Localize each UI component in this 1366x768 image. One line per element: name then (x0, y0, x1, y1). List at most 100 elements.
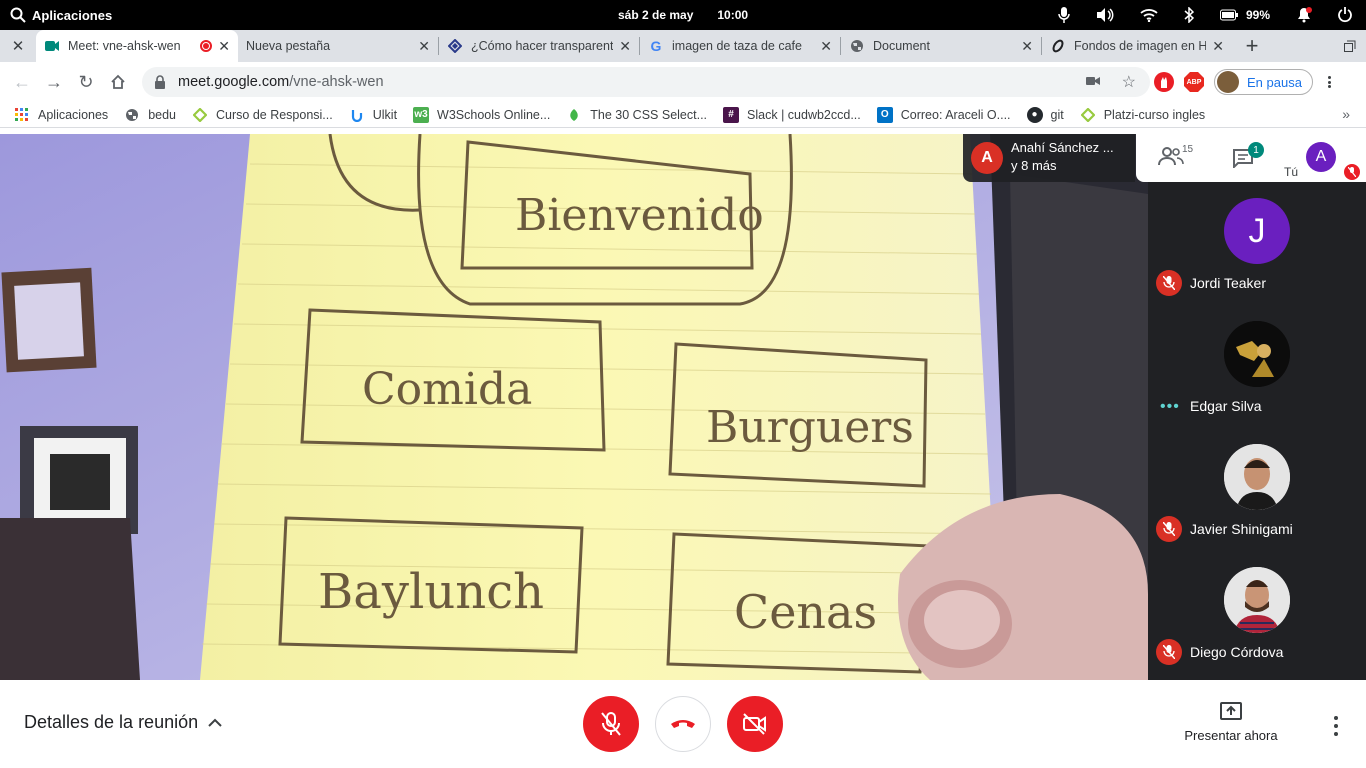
tab-document[interactable]: Document ✕ (841, 30, 1041, 62)
bookmark-slack[interactable]: # Slack | cudwb2ccd... (723, 106, 861, 123)
participant-name: Diego Córdova (1190, 644, 1284, 660)
bookmark-git[interactable]: ● git (1026, 106, 1064, 123)
profile-status-label: En pausa (1247, 74, 1302, 90)
bookmark-star-icon[interactable]: ☆ (1121, 74, 1136, 91)
apps-label: Aplicaciones (32, 7, 113, 23)
new-tab-button[interactable]: + (1245, 33, 1259, 58)
close-window-icon[interactable]: ✕ (11, 38, 25, 55)
home-button[interactable] (102, 66, 134, 98)
avatar (1224, 444, 1290, 510)
participant-tile[interactable]: ••• Edgar Silva (1148, 305, 1366, 428)
participants-sidebar: J Jordi Teaker ••• Edgar Silva Javier Sh… (1148, 182, 1366, 674)
slack-icon: # (723, 106, 740, 123)
participant-tile[interactable]: J Jordi Teaker (1148, 182, 1366, 305)
bookmark-bedu[interactable]: bedu (124, 107, 176, 123)
self-label: Tú (1284, 165, 1299, 179)
toggle-camera-button[interactable] (727, 696, 783, 752)
more-options-icon[interactable] (1326, 714, 1346, 738)
bookmark-label: W3Schools Online... (437, 107, 551, 122)
whiteboard-video-frame: Bienvenido Comida Burguers Baylunch Cena… (0, 134, 1148, 680)
chat-button[interactable]: 1 (1232, 142, 1264, 173)
avatar (1224, 321, 1290, 387)
tab-background-images[interactable]: Fondos de imagen en HTML ✕ (1042, 30, 1232, 62)
presenter-more: y 8 más (1011, 158, 1057, 173)
tab-meet[interactable]: Meet: vne-ahsk-wen ✕ (36, 30, 238, 62)
close-tab-icon[interactable]: ✕ (418, 37, 430, 54)
back-button[interactable]: ← (13, 71, 31, 92)
system-top-bar: Aplicaciones sáb 2 de may 10:00 99% (0, 0, 1366, 30)
camera-indicator-icon[interactable] (1086, 75, 1100, 91)
meeting-details-button[interactable]: Detalles de la reunión (24, 712, 222, 733)
adblock-icon[interactable]: ABP (1184, 72, 1204, 92)
window-restore-icon[interactable] (1344, 39, 1356, 57)
chevron-up-icon (208, 718, 222, 727)
forward-button[interactable]: → (45, 71, 63, 92)
bookmark-curso-responsive[interactable]: Curso de Responsi... (192, 107, 333, 123)
whiteboard-word: Cenas (734, 585, 877, 639)
participant-tile[interactable]: Diego Córdova (1148, 551, 1366, 674)
profile-sync-paused-button[interactable]: En pausa (1214, 69, 1313, 95)
uikit-icon (349, 107, 365, 123)
muted-mic-icon (1156, 516, 1182, 542)
tab-new[interactable]: Nueva pestaña ✕ (238, 30, 438, 62)
w3schools-icon: w3 (413, 106, 430, 123)
clock[interactable]: sáb 2 de may 10:00 (618, 0, 748, 30)
tab-title: ¿Cómo hacer transparente (471, 39, 614, 53)
bookmark-uikit[interactable]: Ulkit (349, 107, 397, 123)
address-bar[interactable]: meet.google.com/vne-ahsk-wen ☆ (142, 67, 1150, 97)
presenter-indicator[interactable]: A Anahí Sánchez ... y 8 más (963, 134, 1135, 182)
bluetooth-icon (1184, 7, 1194, 23)
close-tab-icon[interactable]: ✕ (820, 37, 832, 54)
url-host: meet.google.com (178, 74, 290, 90)
bookmark-apps[interactable]: Aplicaciones (14, 107, 108, 123)
whiteboard-word: Comida (362, 364, 532, 415)
battery-icon (1219, 9, 1238, 21)
participant-tile[interactable]: Javier Shinigami (1148, 428, 1366, 551)
close-tab-icon[interactable]: ✕ (1212, 37, 1224, 54)
bookmark-label: Curso de Responsi... (216, 107, 333, 122)
participant-name: Jordi Teaker (1190, 275, 1267, 291)
browser-toolbar: ← → ↻ meet.google.com/vne-ahsk-wen ☆ ABP… (0, 62, 1366, 102)
meeting-stage: Bienvenido Comida Burguers Baylunch Cena… (0, 134, 1366, 680)
people-icon (1158, 147, 1184, 166)
participant-name: Edgar Silva (1190, 398, 1262, 414)
bookmark-platzi-ingles[interactable]: Platzi-curso ingles (1080, 107, 1205, 123)
meeting-top-toolbar: 15 1 Tú A (1136, 134, 1366, 182)
close-tab-icon[interactable]: ✕ (1021, 37, 1033, 54)
battery-percent: 99% (1245, 8, 1270, 22)
close-tab-icon[interactable]: ✕ (218, 37, 230, 54)
present-now-label: Presentar ahora (1184, 728, 1278, 743)
bookmark-label: git (1050, 107, 1064, 122)
battery-indicator[interactable]: 99% (1219, 8, 1270, 22)
participants-button[interactable]: 15 (1158, 144, 1193, 171)
activities-button[interactable]: Aplicaciones (10, 0, 112, 30)
presenter-video: Bienvenido Comida Burguers Baylunch Cena… (0, 134, 1148, 680)
recording-icon (200, 40, 213, 52)
bookmark-w3schools[interactable]: w3 W3Schools Online... (413, 106, 551, 123)
microphone-icon (1058, 7, 1070, 23)
extension-red-icon[interactable] (1154, 72, 1174, 92)
bookmark-outlook[interactable]: O Correo: Araceli O.... (876, 106, 1011, 123)
participant-name: Javier Shinigami (1190, 521, 1293, 537)
reload-button[interactable]: ↻ (78, 71, 94, 92)
bookmark-css-selectors[interactable]: The 30 CSS Select... (566, 107, 707, 123)
whiteboard-word: Bienvenido (515, 190, 764, 241)
tab-transparency[interactable]: ¿Cómo hacer transparente ✕ (439, 30, 639, 62)
more-bookmarks-icon[interactable]: » (1342, 106, 1350, 122)
browser-menu-icon[interactable] (1323, 74, 1337, 90)
close-tab-icon[interactable]: ✕ (619, 37, 631, 54)
muted-mic-icon (1156, 639, 1182, 665)
avatar: J (1224, 198, 1290, 264)
tab-divider (1041, 37, 1042, 55)
notification-bell-icon[interactable] (1296, 7, 1312, 23)
bookmark-label: The 30 CSS Select... (590, 107, 708, 122)
tab-title: Document (873, 39, 930, 53)
tab-divider (639, 37, 640, 55)
toggle-microphone-button[interactable] (583, 696, 639, 752)
platzi-icon (192, 107, 208, 123)
leave-call-button[interactable] (655, 696, 711, 752)
power-icon[interactable] (1338, 7, 1352, 23)
self-avatar[interactable]: A (1306, 142, 1336, 172)
present-now-button[interactable]: Presentar ahora (1183, 702, 1279, 743)
tab-coffee-image[interactable]: G imagen de taza de cafe ✕ (640, 30, 840, 62)
